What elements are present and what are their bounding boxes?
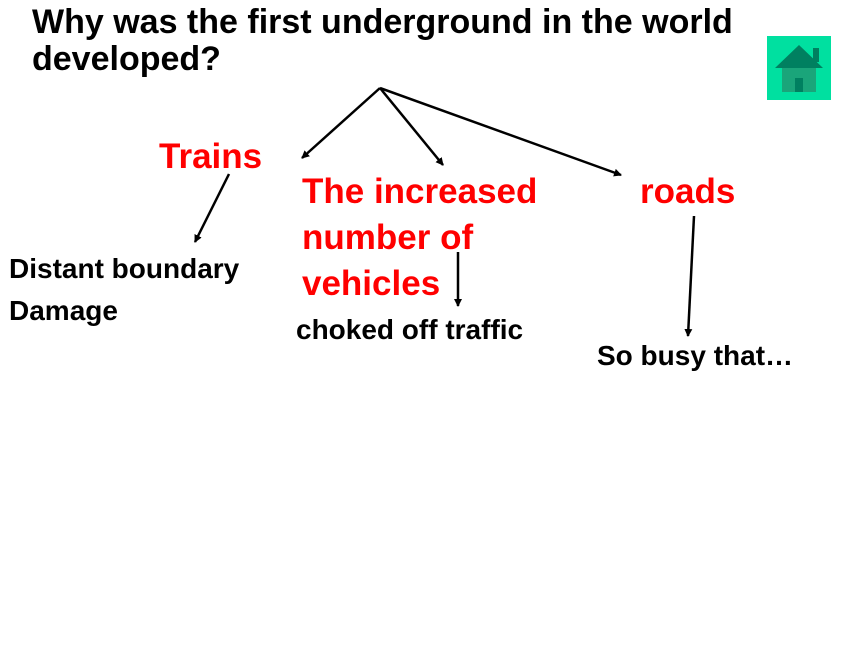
home-icon xyxy=(775,45,823,92)
category-roads: roads xyxy=(640,172,736,211)
trains-details: Distant boundary Damage xyxy=(9,248,239,332)
arrow-question-to-vehicles xyxy=(379,87,444,166)
detail-distant-boundary: Distant boundary xyxy=(9,253,240,284)
arrow-trains-to-detail xyxy=(193,173,231,243)
arrow-question-to-roads xyxy=(379,86,622,177)
arrow-question-to-trains xyxy=(301,87,381,159)
question-title: Why was the first underground in the wor… xyxy=(32,3,733,78)
detail-so-busy: So busy that… xyxy=(597,340,794,371)
detail-damage: Damage xyxy=(9,295,118,326)
home-button[interactable] xyxy=(767,36,831,100)
detail-choked-traffic: choked off traffic xyxy=(296,314,524,345)
category-trains: Trains xyxy=(159,137,263,176)
category-increased-vehicles: The increased number of vehicles xyxy=(302,172,538,303)
arrow-roads-to-detail xyxy=(684,215,696,337)
